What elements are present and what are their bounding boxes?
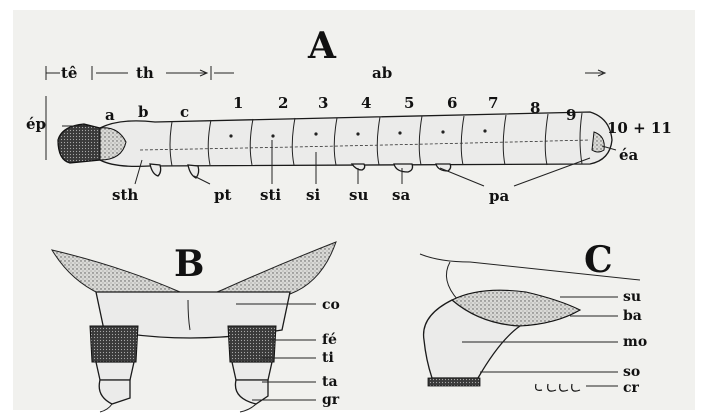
label-c-mo: mo xyxy=(623,334,647,350)
thoracic-segment-c: c xyxy=(180,103,189,121)
label-c-su: su xyxy=(623,289,641,305)
label-ea: éa xyxy=(619,146,639,164)
abdominal-segment-8: 8 xyxy=(530,99,540,117)
label-c-so: so xyxy=(623,364,640,380)
panel-a: A tê th ab xyxy=(26,25,672,205)
abdominal-segment-1: 1 xyxy=(233,94,243,112)
abdominal-segment-2: 2 xyxy=(278,94,288,112)
label-ta: ta xyxy=(322,374,338,390)
label-gr: gr xyxy=(322,392,340,408)
label-fe: fé xyxy=(322,332,337,348)
abdominal-segment-7: 7 xyxy=(488,94,498,112)
region-label-head: tê xyxy=(61,64,77,82)
abdominal-segment-3: 3 xyxy=(318,94,328,112)
label-c-cr: cr xyxy=(623,380,640,396)
label-pa: pa xyxy=(489,187,509,205)
region-label-thorax: th xyxy=(136,64,154,82)
abdominal-segment-9: 9 xyxy=(566,106,576,124)
panel-c: C su xyxy=(420,239,647,396)
thoracic-segment-b: b xyxy=(138,103,149,121)
label-si: si xyxy=(306,186,320,204)
terminal-segment-label: 10 + 11 xyxy=(607,119,672,137)
label-sti: sti xyxy=(260,186,281,204)
label-co: co xyxy=(322,297,340,313)
panel-b: B co fé t xyxy=(52,242,340,412)
label-ep: ép xyxy=(26,115,46,133)
label-ti: ti xyxy=(322,350,334,366)
abdominal-segment-6: 6 xyxy=(447,94,457,112)
abdominal-segment-5: 5 xyxy=(404,94,414,112)
label-pt: pt xyxy=(214,186,231,204)
label-sa: sa xyxy=(392,186,410,204)
panel-b-title: B xyxy=(174,243,204,285)
label-su: su xyxy=(349,186,368,204)
crochets xyxy=(536,384,580,391)
region-brackets xyxy=(46,66,605,80)
region-label-abdomen: ab xyxy=(372,64,392,82)
label-c-ba: ba xyxy=(623,308,642,324)
larva-body xyxy=(58,112,612,178)
label-sth: sth xyxy=(112,186,138,204)
thoracic-segment-a: a xyxy=(105,106,115,124)
abdominal-segment-4: 4 xyxy=(361,94,371,112)
panel-a-title: A xyxy=(307,25,337,67)
